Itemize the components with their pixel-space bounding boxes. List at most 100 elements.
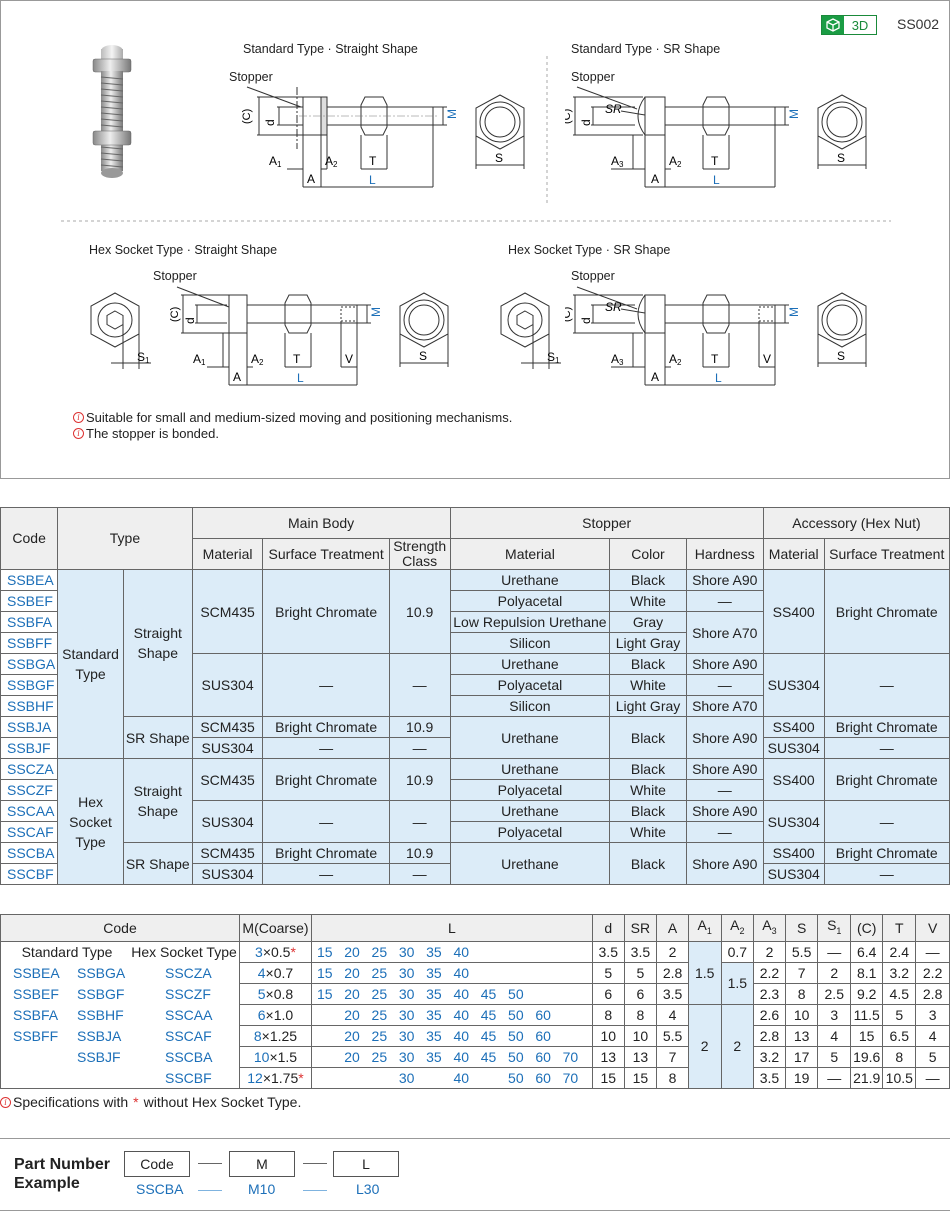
3d-model-button[interactable]: 3D (821, 15, 877, 35)
l-value[interactable]: 50 (508, 1006, 524, 1023)
l-value[interactable]: 40 (453, 1027, 470, 1044)
info-icon: i (73, 428, 84, 439)
d-value: 13 (591, 1045, 625, 1068)
product-code[interactable]: SSCAF (165, 1027, 212, 1044)
product-code[interactable]: SSCZA (165, 964, 212, 981)
l-value[interactable]: 30 (398, 1069, 415, 1086)
l-value[interactable]: 60 (535, 1069, 551, 1086)
l-value[interactable]: 45 (480, 985, 497, 1002)
product-code[interactable]: SSBGA (77, 964, 126, 981)
l-value[interactable]: 25 (371, 1006, 388, 1023)
l-value[interactable]: 25 (371, 964, 388, 981)
product-code[interactable]: SSCZF (165, 985, 211, 1002)
l-value[interactable]: 50 (508, 985, 524, 1002)
l-value[interactable]: 20 (344, 943, 360, 960)
l-value[interactable]: 30 (398, 985, 415, 1002)
l-value[interactable]: 20 (344, 1006, 360, 1023)
product-code[interactable]: SSBGF (77, 985, 125, 1002)
product-code[interactable]: SSBGA (0, 653, 59, 675)
l-value[interactable]: 35 (426, 964, 442, 981)
l-value[interactable]: 35 (426, 1048, 442, 1065)
l-value[interactable]: 25 (371, 985, 388, 1002)
l-value[interactable]: 35 (426, 1006, 442, 1023)
code-cell: SSBEF SSBGF SSCZF (0, 983, 240, 1005)
l-value[interactable]: 20 (344, 1027, 360, 1044)
sr-value: 13 (623, 1045, 658, 1068)
product-code[interactable]: SSBEF (0, 590, 59, 612)
product-code[interactable]: SSBFA (0, 611, 59, 633)
product-code[interactable]: SSBFF (13, 1027, 59, 1044)
m-pitch: ×0.7 (265, 964, 294, 981)
l-value[interactable]: 45 (480, 1027, 497, 1044)
std-sr-drawing: (C) d SR A3 A2 T A L M (565, 86, 801, 188)
l-value[interactable]: 30 (398, 943, 415, 960)
l-value[interactable]: 70 (562, 1069, 579, 1086)
product-code[interactable]: SSBGF (0, 674, 59, 696)
l-value[interactable]: 20 (344, 985, 360, 1002)
product-code[interactable]: SSCAA (0, 800, 59, 822)
a-value: 5.5 (656, 1024, 689, 1047)
l-value[interactable]: 70 (562, 1048, 579, 1065)
product-code[interactable]: SSCBA (165, 1048, 213, 1065)
l-value[interactable]: 35 (426, 985, 442, 1002)
product-code[interactable]: SSBFA (13, 1006, 59, 1023)
product-code[interactable]: SSBEA (13, 964, 60, 981)
l-value[interactable]: 15 (316, 985, 333, 1002)
product-code[interactable]: SSCBF (165, 1069, 212, 1086)
l-value[interactable]: 15 (316, 943, 333, 960)
l-value[interactable]: 30 (398, 1027, 415, 1044)
note-1: i Suitable for small and medium-sized mo… (73, 410, 512, 425)
col-s1: S1 (817, 914, 852, 942)
l-value[interactable]: 60 (535, 1027, 551, 1044)
l-value[interactable]: 50 (508, 1027, 524, 1044)
v-value: 5 (915, 1045, 950, 1068)
product-code[interactable]: SSBJF (0, 737, 59, 759)
l-value[interactable]: 35 (426, 943, 442, 960)
l-value[interactable]: 35 (426, 1027, 442, 1044)
m-size: 10 (253, 1048, 270, 1065)
product-code[interactable]: SSBEA (0, 569, 59, 591)
l-value[interactable]: 40 (453, 1069, 470, 1086)
col-acc-material: Material (762, 538, 825, 570)
l-value[interactable]: 45 (480, 1048, 497, 1065)
shape-sr: SR Shape (122, 842, 193, 885)
code-cell: SSCBF (0, 1067, 240, 1089)
l-value[interactable]: 40 (453, 964, 470, 981)
l-value[interactable]: 20 (344, 1048, 360, 1065)
l-value[interactable]: 40 (453, 943, 470, 960)
star-mark: * (290, 943, 296, 960)
l-value[interactable]: 40 (453, 985, 470, 1002)
product-code[interactable]: SSCAA (165, 1006, 213, 1023)
l-value[interactable]: 60 (535, 1048, 551, 1065)
l-value[interactable]: 25 (371, 1048, 388, 1065)
product-code[interactable]: SSBHF (0, 695, 59, 717)
l-value[interactable]: 40 (453, 1006, 470, 1023)
pn-field-code: Code (124, 1151, 190, 1177)
l-value[interactable]: 25 (371, 1027, 388, 1044)
product-code[interactable]: SSBJF (77, 1048, 121, 1065)
product-code[interactable]: SSCBA (0, 842, 59, 864)
l-value[interactable]: 60 (535, 1006, 551, 1023)
l-value[interactable]: 45 (480, 1006, 497, 1023)
product-code[interactable]: SSCZF (0, 779, 59, 801)
l-value[interactable]: 50 (508, 1069, 524, 1086)
product-code[interactable]: SSBHF (77, 1006, 124, 1023)
product-code[interactable]: SSBEF (13, 985, 59, 1002)
product-code[interactable]: SSCZA (0, 758, 59, 780)
l-value[interactable]: 25 (371, 943, 388, 960)
product-code[interactable]: SSBFF (0, 632, 59, 654)
l-value[interactable]: 30 (398, 964, 415, 981)
l-value[interactable]: 30 (398, 1048, 415, 1065)
l-value[interactable]: 30 (398, 1006, 415, 1023)
product-code[interactable]: SSCAF (0, 821, 59, 843)
product-code[interactable]: SSCBF (0, 863, 59, 885)
l-value[interactable]: 15 (316, 964, 333, 981)
svg-text:S: S (837, 349, 845, 363)
l-value[interactable]: 40 (453, 1048, 470, 1065)
product-code[interactable]: SSBJA (0, 716, 59, 738)
l-value[interactable]: 50 (508, 1048, 524, 1065)
l-value[interactable]: 20 (344, 964, 360, 981)
product-code[interactable]: SSBJA (77, 1027, 122, 1044)
